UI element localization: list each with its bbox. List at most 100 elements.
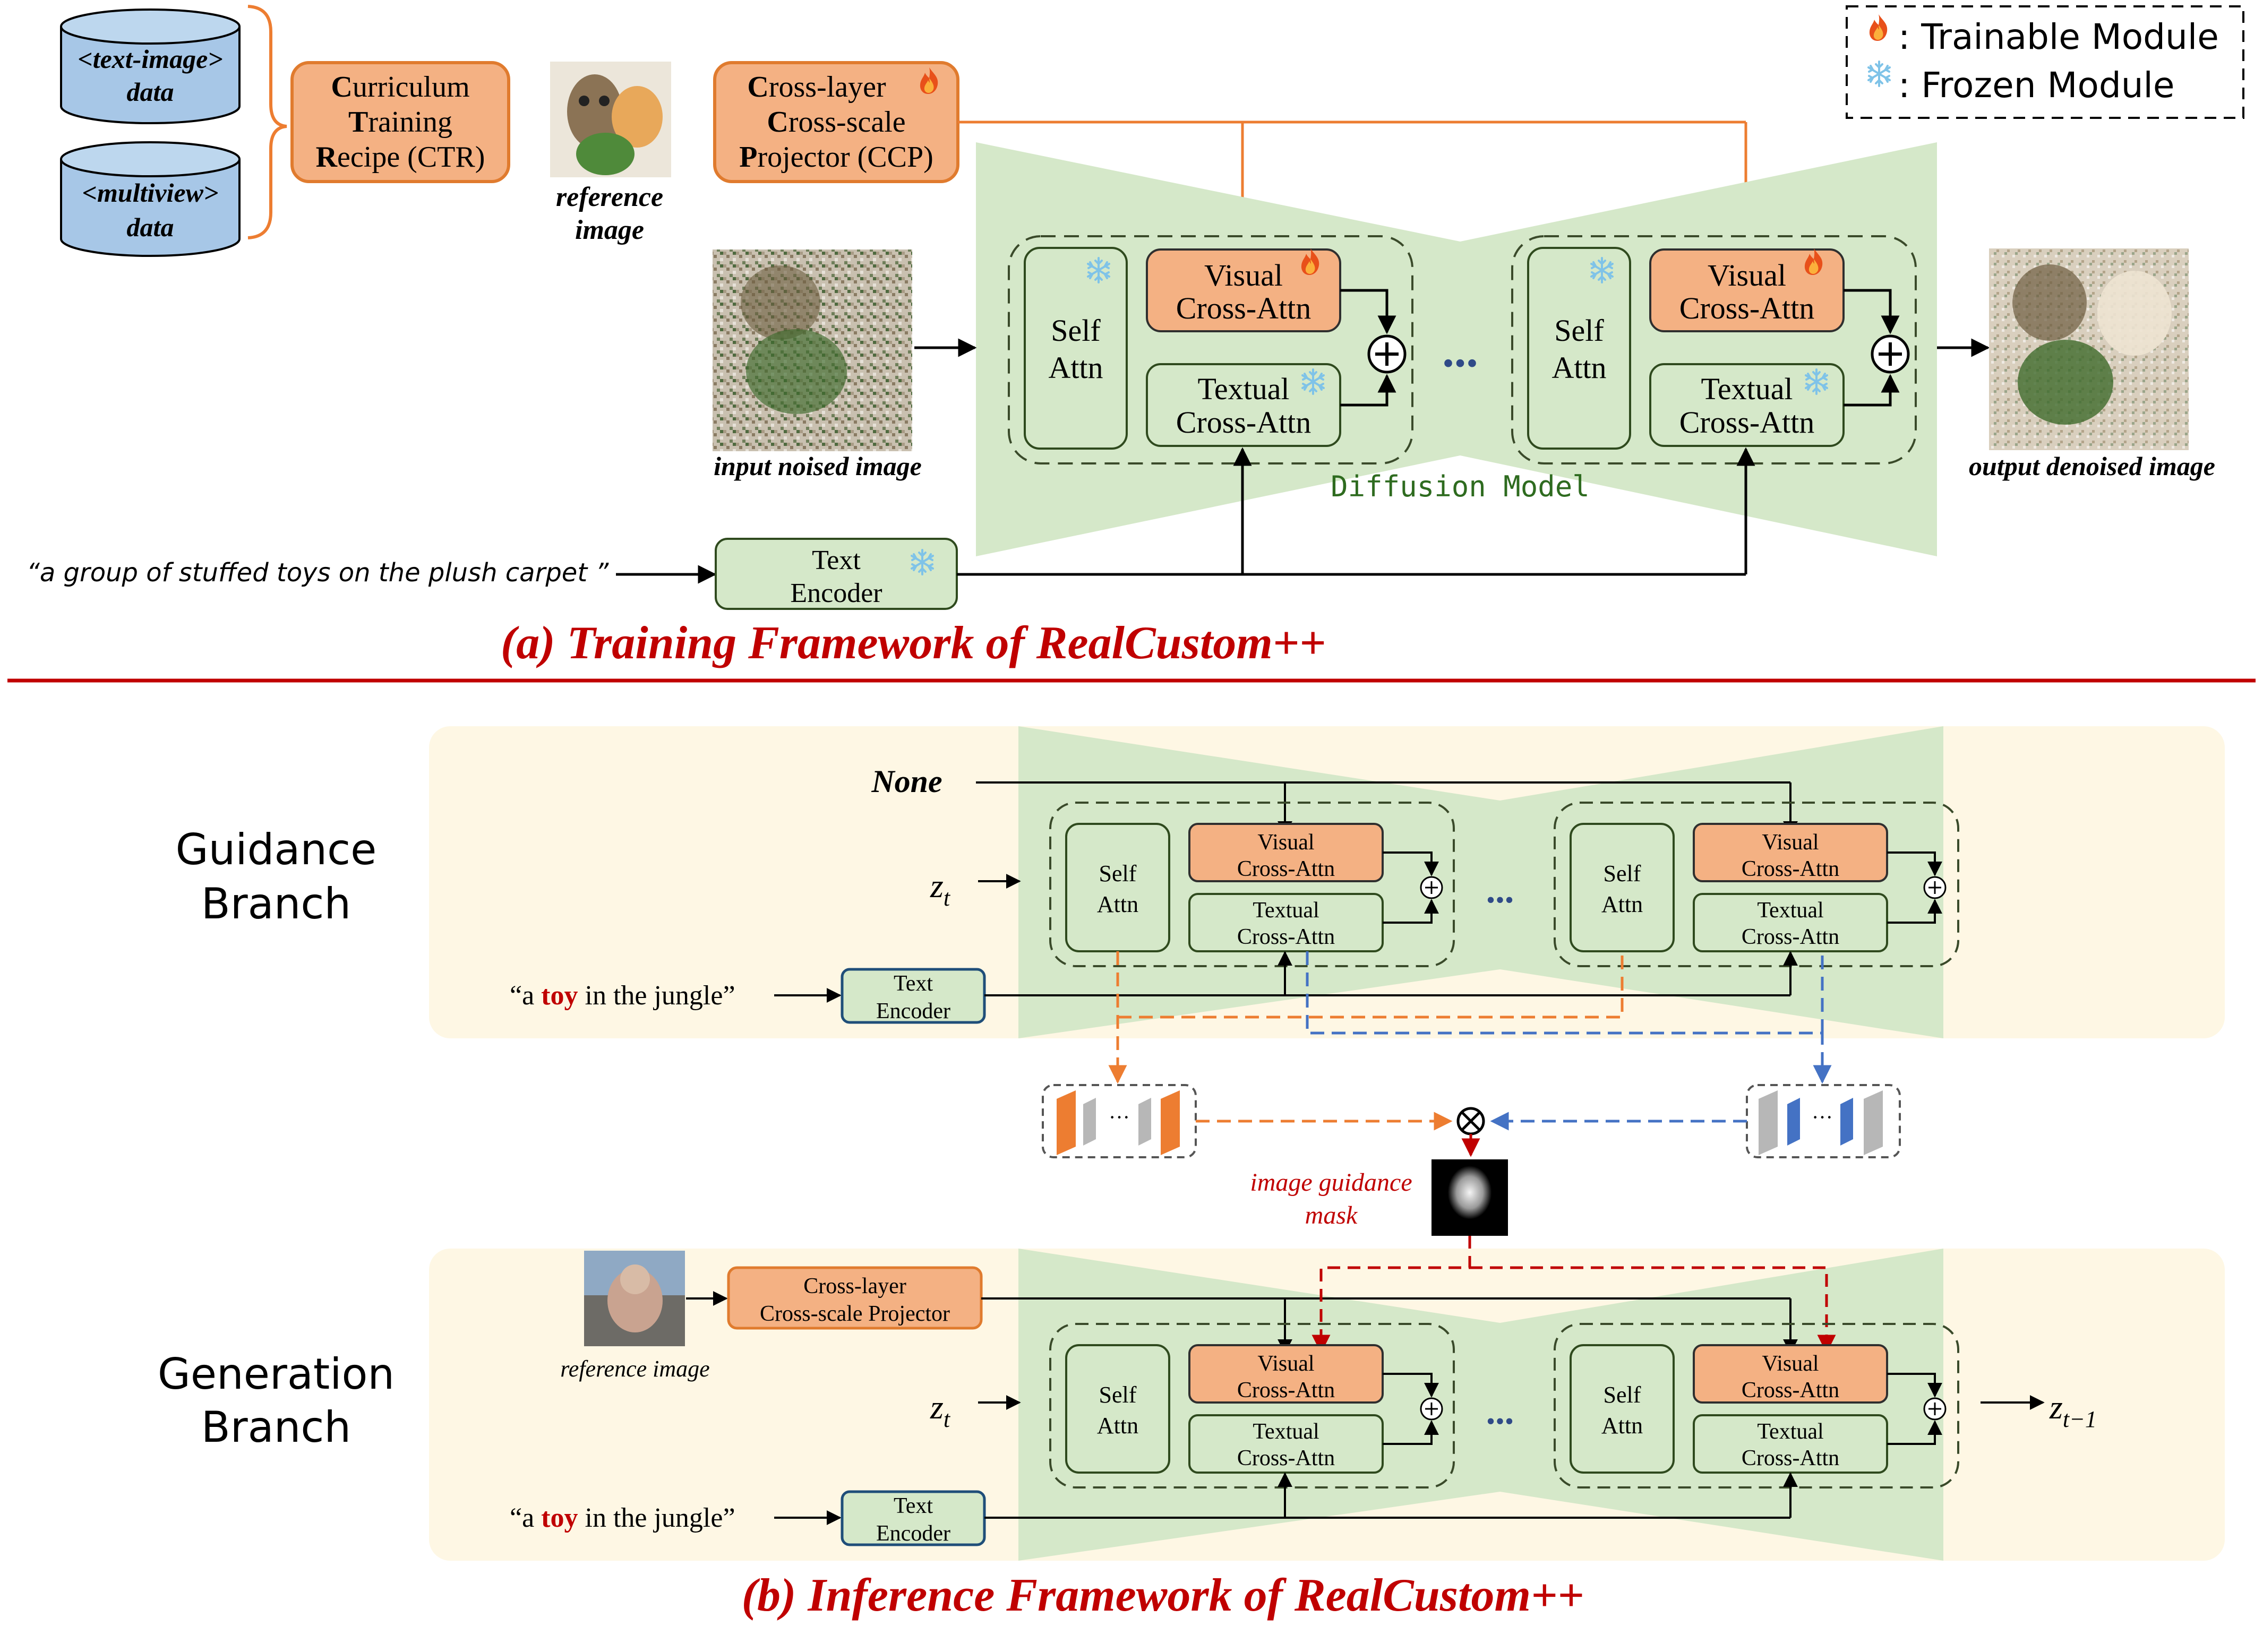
svg-text:Curriculum: Curriculum xyxy=(331,71,469,104)
svg-text:Textual: Textual xyxy=(1197,372,1289,406)
svg-text:Visual: Visual xyxy=(1257,1352,1314,1376)
svg-text:Encoder: Encoder xyxy=(876,1521,950,1546)
svg-text:Attn: Attn xyxy=(1551,350,1606,385)
generation-branch-label-2: Branch xyxy=(201,1403,351,1452)
svg-text:Textual: Textual xyxy=(1253,1419,1319,1444)
inference-framework-title: (b) Inference Framework of RealCustom++ xyxy=(742,1570,1584,1621)
svg-text:Visual: Visual xyxy=(1204,258,1283,292)
mask-caption-2: mask xyxy=(1305,1201,1358,1229)
legend: : Trainable Module : Frozen Module xyxy=(1846,5,2244,119)
svg-text:Self: Self xyxy=(1051,313,1101,348)
multiview-data-label: data xyxy=(127,212,174,242)
multiview-data-cylinder: <multiview> data xyxy=(60,141,241,257)
svg-text:Text: Text xyxy=(812,545,861,575)
reference-image-caption-b: reference image xyxy=(560,1356,709,1382)
svg-text:Cross-Attn: Cross-Attn xyxy=(1176,405,1311,440)
training-framework-title: (a) Training Framework of RealCustom++ xyxy=(501,617,1326,669)
svg-text:Projector (CCP): Projector (CCP) xyxy=(739,141,933,174)
reference-image-caption: reference xyxy=(556,182,663,212)
zt-minus-1-label: zt−1 xyxy=(2049,1388,2097,1432)
svg-text:Encoder: Encoder xyxy=(876,999,950,1023)
svg-text:Textual: Textual xyxy=(1757,898,1823,923)
svg-text:Self: Self xyxy=(1554,313,1604,348)
svg-text:Attn: Attn xyxy=(1097,891,1138,917)
guidance-branch: Guidance Branch None zt Self Attn Visual… xyxy=(176,726,2225,1084)
self-attn-maps: ··· xyxy=(1042,1084,1197,1158)
svg-text:Textual: Textual xyxy=(1253,898,1319,923)
svg-text:Recipe (CTR): Recipe (CTR) xyxy=(316,141,485,174)
cross-attn-maps: ··· xyxy=(1746,1084,1901,1158)
svg-text:Self: Self xyxy=(1604,1382,1641,1408)
ellipsis-generation: ... xyxy=(1486,1391,1514,1432)
svg-text:Cross-Attn: Cross-Attn xyxy=(1742,857,1839,881)
svg-text:Visual: Visual xyxy=(1762,830,1819,855)
svg-text:Attn: Attn xyxy=(1601,1413,1643,1439)
text-image-label: <text-image> xyxy=(78,44,223,74)
svg-text:Self: Self xyxy=(1099,1382,1137,1408)
generation-branch-label: Generation xyxy=(158,1349,395,1399)
ellipsis-guidance: ... xyxy=(1486,870,1514,911)
zt-label: zt xyxy=(930,867,951,911)
svg-text:Encoder: Encoder xyxy=(790,578,882,608)
legend-frozen-label: : Frozen Module xyxy=(1898,65,2175,106)
svg-text:Cross-Attn: Cross-Attn xyxy=(1237,1378,1335,1403)
svg-text:Attn: Attn xyxy=(1097,1413,1138,1439)
training-framework: <text-image> data <multiview> data Curri… xyxy=(27,5,2215,669)
svg-text:Visual: Visual xyxy=(1708,258,1786,292)
legend-trainable-label: : Trainable Module xyxy=(1898,16,2219,57)
svg-text:Self: Self xyxy=(1099,861,1137,887)
training-prompt: “a group of stuffed toys on the plush ca… xyxy=(27,558,609,588)
svg-text:Text: Text xyxy=(894,1494,933,1518)
input-noised-image-caption: input noised image xyxy=(714,451,922,481)
svg-text:Cross-layer: Cross-layer xyxy=(803,1274,906,1298)
svg-text:Cross-Attn: Cross-Attn xyxy=(1679,291,1815,325)
svg-text:Cross-Attn: Cross-Attn xyxy=(1237,925,1335,949)
svg-text:···: ··· xyxy=(1812,1105,1833,1129)
svg-text:Cross-Attn: Cross-Attn xyxy=(1742,925,1839,949)
svg-text:Self: Self xyxy=(1604,861,1641,887)
svg-text:Cross-scale: Cross-scale xyxy=(767,106,905,139)
svg-text:Cross-Attn: Cross-Attn xyxy=(1237,857,1335,881)
svg-text:Cross-Attn: Cross-Attn xyxy=(1742,1378,1839,1403)
text-encoder-a: Text Encoder xyxy=(715,538,958,610)
svg-text:Training: Training xyxy=(348,106,452,139)
text-image-data-label: data xyxy=(127,77,174,107)
reference-image-caption-2: image xyxy=(575,215,644,245)
svg-text:Attn: Attn xyxy=(1601,891,1643,917)
svg-text:Cross-Attn: Cross-Attn xyxy=(1237,1446,1335,1470)
multiply-icon xyxy=(1456,1107,1485,1135)
svg-text:Cross-Attn: Cross-Attn xyxy=(1679,405,1815,440)
svg-text:Visual: Visual xyxy=(1257,830,1314,855)
diffusion-model-label: Diffusion Model xyxy=(1331,470,1590,503)
data-brace xyxy=(247,5,287,239)
svg-text:Attn: Attn xyxy=(1048,350,1103,385)
svg-text:Visual: Visual xyxy=(1762,1352,1819,1376)
svg-text:Cross-scale Projector: Cross-scale Projector xyxy=(760,1302,950,1326)
reference-image xyxy=(550,62,671,177)
svg-text:Textual: Textual xyxy=(1757,1419,1823,1444)
diffusion-model-shape xyxy=(976,142,1937,556)
svg-text:Cross-Attn: Cross-Attn xyxy=(1176,291,1311,325)
guidance-branch-label: Guidance xyxy=(176,825,377,874)
svg-text:Cross-layer: Cross-layer xyxy=(747,71,886,104)
generation-branch: Generation Branch reference image Cross-… xyxy=(158,1236,2225,1561)
svg-text:···: ··· xyxy=(1109,1105,1130,1129)
guidance-branch-label-2: Branch xyxy=(201,879,351,928)
multiview-label: <multiview> xyxy=(82,178,219,208)
mask-caption: image guidance xyxy=(1250,1168,1412,1197)
ellipsis-a: ... xyxy=(1442,324,1478,377)
generation-prompt: “a toy in the jungle” xyxy=(510,1503,735,1533)
svg-text:Text: Text xyxy=(894,971,933,996)
svg-text:Textual: Textual xyxy=(1701,372,1793,406)
ccp-box: Cross-layer Cross-scale Projector (CCP) xyxy=(713,61,959,183)
inference-framework: Guidance Branch None zt Self Attn Visual… xyxy=(158,726,2225,1621)
none-label: None xyxy=(871,764,942,799)
unet-block-2: Self Attn Visual Cross-Attn Textual Cros… xyxy=(1511,235,1917,464)
unet-block-1: Self Attn Visual Cross-Attn Textual Cros… xyxy=(1008,235,1413,464)
output-denoised-image-caption: output denoised image xyxy=(1969,451,2215,481)
guidance-prompt: “a toy in the jungle” xyxy=(510,980,735,1011)
text-image-data-cylinder: <text-image> data xyxy=(60,8,241,124)
ctr-box: Curriculum Training Recipe (CTR) xyxy=(290,61,510,183)
svg-text:Cross-Attn: Cross-Attn xyxy=(1742,1446,1839,1470)
